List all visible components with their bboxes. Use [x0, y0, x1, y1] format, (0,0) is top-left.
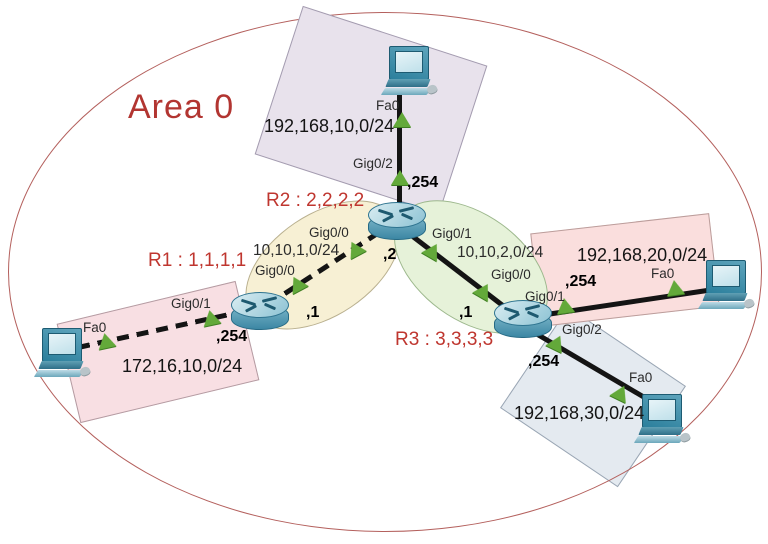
router-r3[interactable] — [494, 300, 552, 340]
router-r1[interactable] — [231, 292, 289, 332]
pc-keyboard-icon — [33, 370, 85, 377]
link-status-arrow — [665, 278, 685, 297]
pc-monitor-icon — [389, 46, 429, 80]
ip-suffix-r1-1: ,1 — [306, 304, 320, 321]
interface-label-r3-gig0-1: Gig0/1 — [525, 289, 565, 304]
interface-label-r1-gig0-0: Gig0/0 — [255, 263, 295, 278]
interface-label-r2-gig0-0: Gig0/0 — [309, 225, 349, 240]
link-status-arrow — [391, 170, 409, 185]
ip-suffix-r2-254: ,254 — [407, 174, 439, 191]
pc-base-icon — [38, 361, 84, 369]
pc-left[interactable] — [33, 328, 91, 378]
network-label-10-10-2-0: 10,10,2,0/24 — [457, 244, 544, 261]
network-label-172-16-10-0: 172,16,10,0/24 — [122, 356, 243, 376]
network-label-192-168-30-0: 192,168,30,0/24 — [514, 403, 645, 423]
pc-right[interactable] — [697, 260, 755, 310]
pc-mouse-icon — [79, 365, 91, 377]
ip-suffix-r1-254: ,254 — [216, 328, 248, 345]
interface-label-pc-top-fa0: Fa0 — [376, 98, 400, 113]
pc-base-icon — [638, 427, 684, 435]
pc-monitor-icon — [642, 394, 682, 428]
ip-suffix-r3-254-bottom: ,254 — [528, 353, 560, 370]
pc-monitor-icon — [706, 260, 746, 294]
router-r3-label: R3 : 3,3,3,3 — [395, 329, 494, 350]
pc-monitor-icon — [42, 328, 82, 362]
router-top-face — [368, 202, 426, 228]
interface-label-pc-left-fa0: Fa0 — [83, 320, 107, 335]
router-top-face — [494, 300, 552, 326]
network-label-192-168-20-0: 192,168,20,0/24 — [577, 245, 708, 265]
interface-label-pc-bottom-fa0: Fa0 — [629, 370, 653, 385]
pc-mouse-icon — [426, 83, 438, 95]
pc-base-icon — [385, 79, 431, 87]
pc-mouse-icon — [743, 297, 755, 309]
interface-label-r2-gig0-1: Gig0/1 — [432, 226, 472, 241]
ip-suffix-r2-2: ,2 — [383, 246, 397, 263]
pc-bottom[interactable] — [633, 394, 691, 444]
router-r1-label: R1 : 1,1,1,1 — [148, 250, 247, 271]
router-top-face — [231, 292, 289, 318]
link-status-arrow — [393, 112, 411, 127]
ospf-area-ellipse — [8, 12, 762, 532]
ip-suffix-r3-1: ,1 — [459, 304, 473, 321]
pc-keyboard-icon — [380, 88, 432, 95]
network-label-192-168-10-0: 192,168,10,0/24 — [264, 116, 395, 136]
network-label-10-10-1-0: 10,10,1,0/24 — [253, 242, 340, 259]
pc-keyboard-icon — [633, 436, 685, 443]
router-r2[interactable] — [368, 202, 426, 242]
interface-label-r1-gig0-1: Gig0/1 — [171, 296, 211, 311]
interface-label-r3-gig0-2: Gig0/2 — [562, 322, 602, 337]
interface-label-r2-gig0-2: Gig0/2 — [353, 156, 393, 171]
pc-base-icon — [702, 293, 748, 301]
link-r2-pc-top[interactable] — [397, 90, 402, 208]
router-r2-label: R2 : 2,2,2,2 — [266, 190, 365, 211]
pc-keyboard-icon — [697, 302, 749, 309]
pc-mouse-icon — [679, 431, 691, 443]
pc-top[interactable] — [380, 46, 438, 96]
ip-suffix-r3-254-right: ,254 — [565, 273, 597, 290]
interface-label-pc-right-fa0: Fa0 — [651, 266, 675, 281]
area-title: Area 0 — [128, 88, 235, 126]
interface-label-r3-gig0-0: Gig0/0 — [491, 267, 531, 282]
